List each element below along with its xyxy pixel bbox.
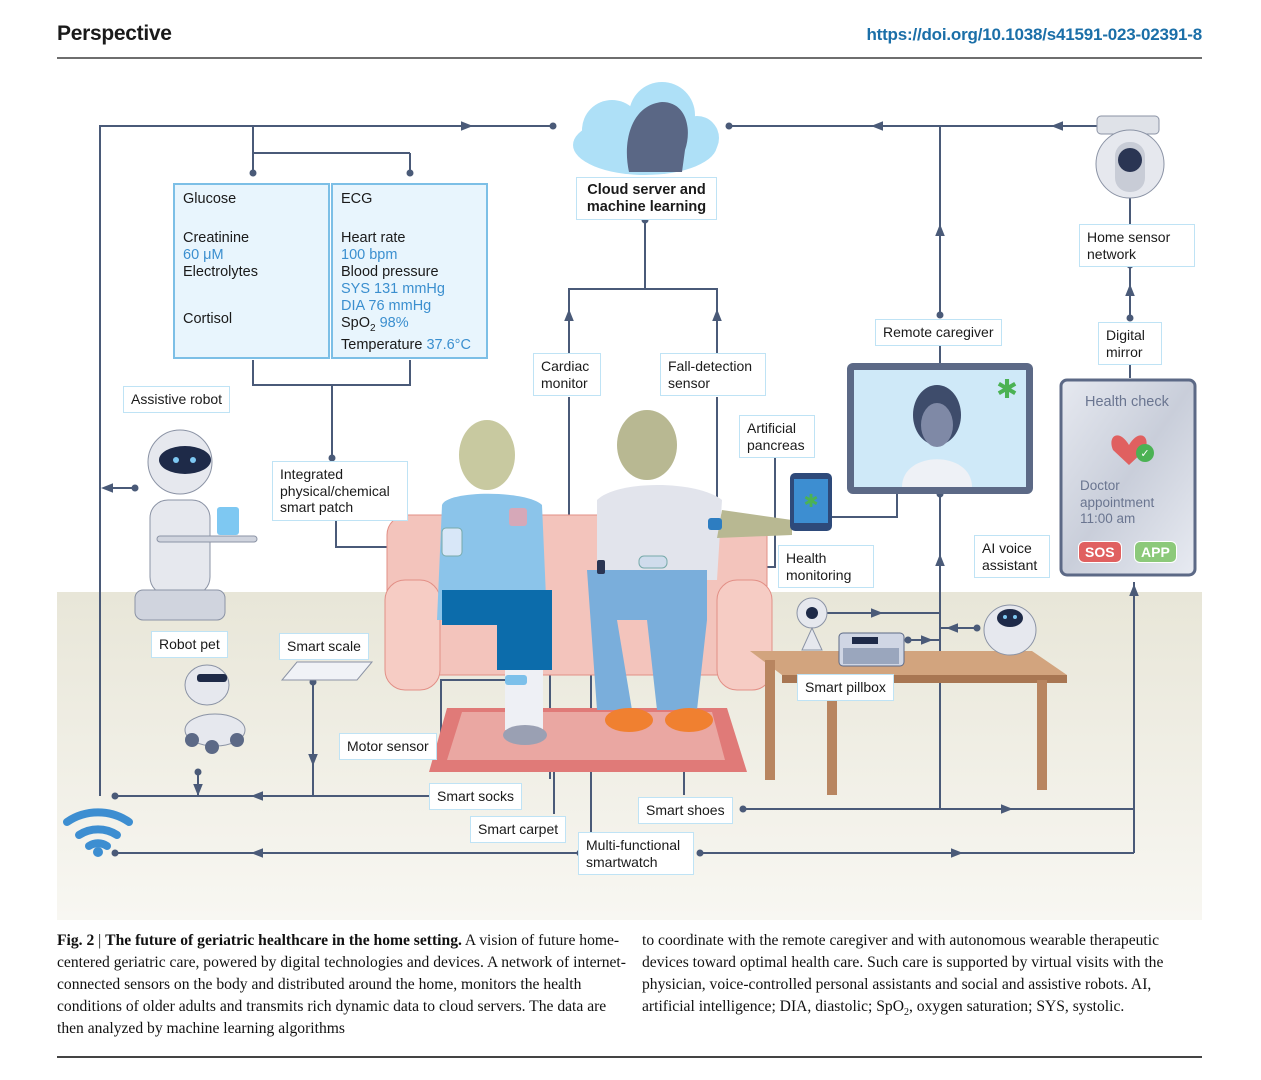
label-smart-socks: Smart socks bbox=[429, 783, 523, 810]
sos-button[interactable]: SOS bbox=[1078, 541, 1122, 563]
heart-rate-label: Heart rate bbox=[341, 230, 406, 246]
smartwatch bbox=[597, 560, 605, 574]
caption-text-left: A vision of future home-centered geriatr… bbox=[57, 932, 626, 1037]
artificial-pancreas-device bbox=[638, 555, 668, 569]
label-health-monitoring: Health monitoring bbox=[778, 545, 874, 588]
figure-number: Fig. 2 bbox=[57, 932, 95, 949]
chemical-biomarker-panel: Glucose Creatinine 60 μM Electrolytes Co… bbox=[173, 183, 330, 359]
heart-rate-value: 100 bpm bbox=[341, 247, 398, 263]
creatinine-label: Creatinine bbox=[183, 230, 250, 246]
footer-divider bbox=[57, 1056, 1202, 1058]
smart-scale-device bbox=[280, 661, 374, 681]
caption-text-right-1: to coordinate with the remote caregiver … bbox=[642, 932, 1164, 1015]
label-cloud-server: Cloud server and machine learning bbox=[576, 177, 717, 220]
physical-vitals-panel: ECG Heart rate 100 bpm Blood pressure SY… bbox=[331, 183, 488, 359]
ecg-label: ECG bbox=[341, 191, 373, 207]
checkmark-icon bbox=[1136, 444, 1154, 462]
figure-caption-right: to coordinate with the remote caregiver … bbox=[642, 930, 1202, 1024]
caption-text-right-2: , oxygen saturation; SYS, systolic. bbox=[909, 998, 1125, 1015]
creatinine-value: 60 μM bbox=[183, 247, 224, 263]
glucose-label: Glucose bbox=[183, 191, 237, 207]
label-smart-scale: Smart scale bbox=[279, 633, 369, 660]
tablet: ✱ bbox=[790, 473, 832, 531]
diastolic-value: DIA 76 mmHg bbox=[341, 298, 432, 314]
caption-separator: | bbox=[94, 932, 106, 949]
brain-head-icon bbox=[626, 102, 688, 172]
caption-subscript: 2 bbox=[904, 1007, 909, 1019]
label-smart-shoes: Smart shoes bbox=[638, 797, 733, 824]
electrolytes-label: Electrolytes bbox=[183, 264, 258, 280]
medical-star-icon: ✱ bbox=[996, 374, 1018, 404]
spo2-subscript: 2 bbox=[370, 322, 376, 334]
label-motor-sensor: Motor sensor bbox=[339, 733, 437, 760]
cloud-icon bbox=[573, 82, 719, 175]
cortisol-label: Cortisol bbox=[183, 311, 233, 327]
motor-sensor-band bbox=[505, 675, 527, 685]
figure-caption-left: Fig. 2 | The future of geriatric healthc… bbox=[57, 930, 627, 1040]
heart-icon bbox=[1111, 435, 1147, 465]
label-smart-carpet: Smart carpet bbox=[470, 816, 567, 843]
label-remote-caregiver: Remote caregiver bbox=[875, 319, 1002, 346]
figure-canvas: ✱ ✓ bbox=[57, 82, 1202, 920]
figure-illustration: ✱ ✓ bbox=[57, 60, 1202, 920]
older-man bbox=[587, 410, 792, 732]
ai-voice-assistant-device bbox=[983, 604, 1037, 656]
label-ai-voice-assistant: AI voice assistant bbox=[974, 535, 1050, 578]
pillbox-device bbox=[838, 632, 905, 667]
wifi-icon bbox=[63, 808, 133, 857]
header-divider bbox=[57, 57, 1202, 59]
label-smartwatch: Multi-functional smartwatch bbox=[578, 832, 694, 875]
temperature-row: Temperature 37.6°C bbox=[341, 337, 478, 354]
blood-pressure-label: Blood pressure bbox=[341, 264, 439, 280]
label-artificial-pancreas: Artificial pancreas bbox=[739, 415, 815, 458]
label-cardiac-monitor: Cardiac monitor bbox=[533, 353, 601, 396]
appointment-line-1: Doctor bbox=[1080, 478, 1120, 493]
label-smart-pillbox: Smart pillbox bbox=[797, 674, 894, 701]
smart-patch bbox=[441, 527, 463, 557]
systolic-value: SYS 131 mmHg bbox=[341, 281, 445, 297]
doi-link[interactable]: https://doi.org/10.1038/s41591-023-02391… bbox=[866, 25, 1202, 44]
svg-text:✱: ✱ bbox=[803, 491, 818, 511]
fall-detection-band bbox=[708, 518, 722, 530]
label-robot-pet: Robot pet bbox=[151, 631, 228, 658]
temperature-label: Temperature bbox=[341, 336, 423, 353]
appointment-time: 11:00 am bbox=[1080, 511, 1136, 526]
video-call-screen: ✱ bbox=[847, 363, 1033, 494]
spo2-label: SpO bbox=[341, 315, 371, 331]
label-home-sensor-network: Home sensor network bbox=[1079, 224, 1195, 267]
assistive-robot bbox=[134, 429, 258, 621]
svg-text:✓: ✓ bbox=[1140, 448, 1149, 460]
home-camera-icon bbox=[1095, 115, 1165, 199]
mirror-appointment: Doctor appointment 11:00 am bbox=[1080, 478, 1154, 528]
label-assistive-robot: Assistive robot bbox=[123, 386, 231, 413]
appointment-line-2: appointment bbox=[1080, 494, 1155, 510]
temperature-value: 37.6°C bbox=[426, 336, 471, 353]
app-button[interactable]: APP bbox=[1134, 541, 1177, 563]
older-woman bbox=[437, 420, 552, 745]
cardiac-monitor-patch bbox=[509, 508, 527, 526]
robot-pet bbox=[184, 664, 246, 754]
mirror-title: Health check bbox=[1085, 394, 1169, 410]
digital-mirror-device: ✓ bbox=[1059, 378, 1197, 577]
figure-title: The future of geriatric healthcare in th… bbox=[105, 932, 462, 949]
section-title: Perspective bbox=[57, 22, 172, 45]
label-digital-mirror: Digital mirror bbox=[1098, 322, 1162, 365]
coffee-table bbox=[750, 651, 1067, 795]
health-monitoring-camera bbox=[796, 597, 828, 651]
label-smart-patch: Integrated physical/chemical smart patch bbox=[272, 461, 408, 521]
label-fall-detection-sensor: Fall-detection sensor bbox=[660, 353, 766, 396]
spo2-row: SpO2 98% bbox=[341, 315, 478, 337]
spo2-value: 98% bbox=[379, 315, 409, 331]
